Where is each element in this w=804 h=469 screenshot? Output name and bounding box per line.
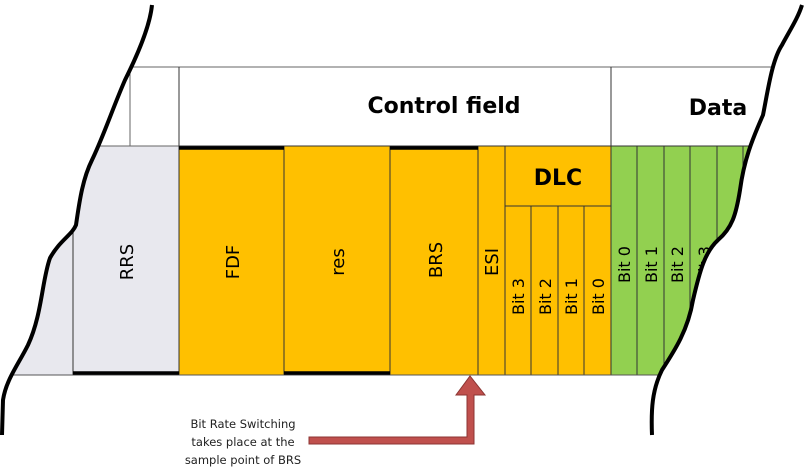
dlc-bit-label: Bit 3 — [509, 278, 528, 315]
rrs-label: RRS — [117, 244, 138, 280]
dlc-bit-label: Bit 2 — [536, 278, 555, 315]
left-break-line — [0, 4, 154, 436]
data-bit-label: Bit 2 — [668, 246, 687, 283]
esi-label: ESI — [482, 248, 503, 276]
header-row — [129, 66, 791, 147]
annotation-line: Bit Rate Switching — [190, 417, 295, 431]
data-header: Data — [689, 96, 747, 121]
data-bit-label: Bit 0 — [615, 246, 634, 283]
dlc-bit-label: Bit 1 — [562, 278, 581, 315]
data-bit — [610, 145, 638, 376]
left-break-mask — [0, 0, 152, 469]
brs-field — [389, 145, 479, 376]
dlc-field — [504, 145, 612, 207]
annotation-line: takes place at the — [191, 435, 294, 449]
res-label: res — [328, 248, 349, 275]
brs-label: BRS — [426, 242, 447, 278]
res-field — [283, 145, 391, 376]
data-bit-label: Bit 1 — [642, 246, 661, 283]
esi-field — [477, 145, 506, 376]
brs-arrow — [308, 375, 487, 445]
annotation-line: sample point of BRS — [185, 453, 301, 467]
dlc-label: DLC — [534, 166, 582, 191]
right-break-mask — [651, 0, 804, 469]
control-field-header: Control field — [367, 94, 520, 119]
fdf-label: FDF — [223, 245, 244, 280]
fdf-field — [178, 145, 285, 376]
right-break-line — [649, 4, 804, 436]
dlc-bit-label: Bit 0 — [589, 278, 608, 315]
